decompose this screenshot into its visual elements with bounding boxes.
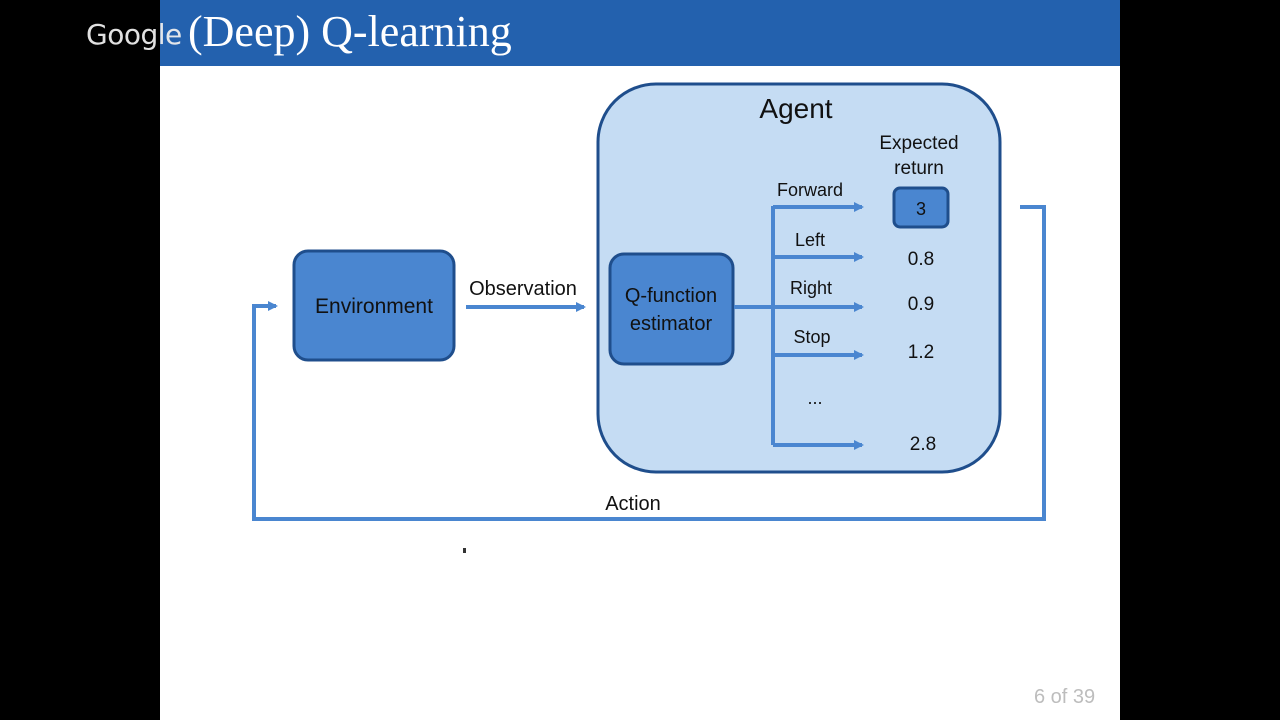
- max-value-box: [892, 186, 950, 229]
- expected-return-line2: return: [894, 158, 944, 179]
- expected-return-line1: Expected: [879, 133, 958, 154]
- action-label-forward: Forward: [777, 180, 843, 200]
- value-stop: 1.2: [908, 342, 934, 363]
- estimator-label-line1: Q-function: [625, 285, 717, 307]
- page-indicator: 6 of 39: [1034, 686, 1096, 708]
- mouse-cursor: [463, 548, 466, 553]
- environment-label: Environment: [315, 295, 433, 318]
- action-label-left: Left: [795, 230, 825, 250]
- agent-box: [596, 82, 1002, 474]
- agent-label: Agent: [759, 93, 832, 124]
- observation-label: Observation: [469, 278, 577, 300]
- slide-title: (Deep) Q-learning: [188, 7, 512, 56]
- action-label-right: Right: [790, 278, 832, 298]
- value-last: 2.8: [910, 434, 936, 455]
- estimator-box: [608, 252, 735, 366]
- value-left: 0.8: [908, 249, 934, 270]
- action-label: Action: [605, 493, 661, 515]
- slide-header: (Deep) Q-learning: [160, 0, 1120, 66]
- value-right: 0.9: [908, 294, 934, 315]
- google-logo: Google: [86, 18, 182, 51]
- action-feedback-arrow: [252, 205, 1046, 521]
- estimator-label-line2: estimator: [630, 313, 713, 335]
- action-label-stop: Stop: [793, 327, 830, 347]
- environment-box: [292, 249, 456, 362]
- value-forward: 3: [916, 199, 926, 219]
- action-label-ellipsis: ...: [807, 388, 822, 408]
